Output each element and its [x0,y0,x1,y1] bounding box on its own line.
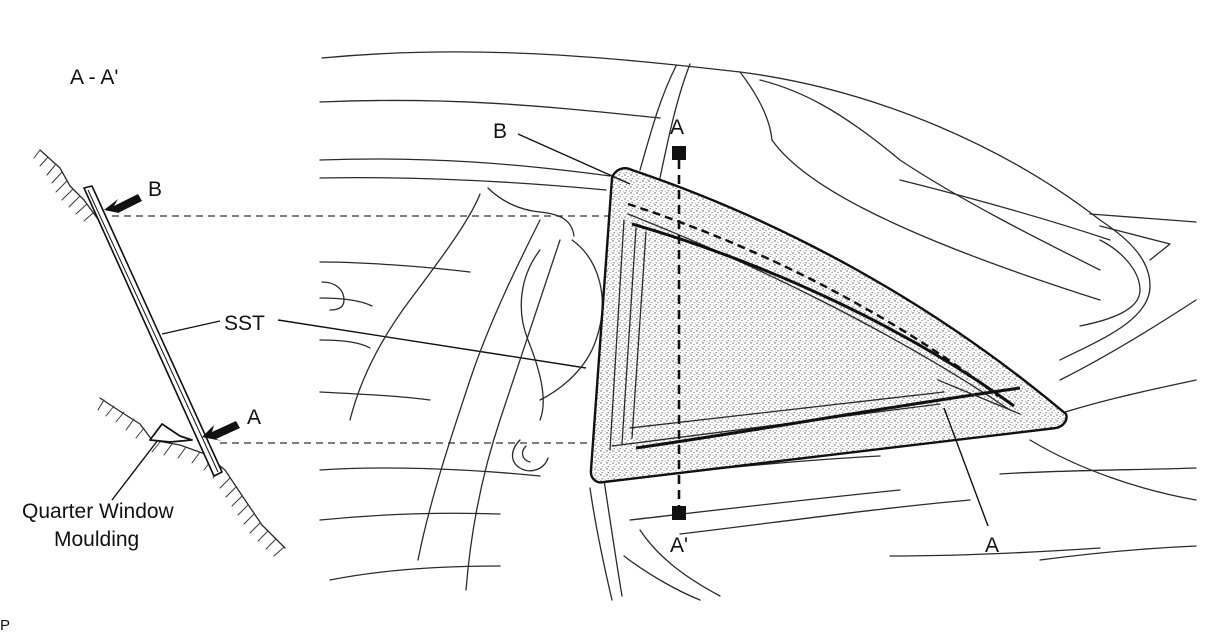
moulding-label-line1: Quarter Window [22,500,175,523]
moulding-label-line2: Moulding [54,528,139,551]
upper-body-panel [33,149,101,223]
section-cut-line: A A' [670,116,688,557]
arrow-icon-b [104,194,142,214]
moulding-leader [111,439,159,501]
corner-mark: P [0,617,10,634]
section-marker-bottom-icon [672,506,686,520]
dashed-edge-upper [627,202,999,397]
vehicle-body-outline [319,51,1197,601]
section-marker-top-icon [672,146,686,160]
window-leader-a [943,407,989,527]
arrow-icon-a [202,421,240,441]
glass-outer-outline [589,167,1068,484]
section-glass-panel [83,185,223,477]
window-label-a: A [985,534,999,557]
cut-label-bottom: A' [670,534,688,557]
moulding-lower-edge [635,386,1021,450]
section-label-b: B [148,178,162,201]
section-label-a: A [247,406,261,429]
window-leader-b [517,133,631,185]
sst-leader-right [277,319,587,369]
section-title: A - A' [70,66,118,89]
window-label-b: B [493,120,507,143]
sst-leader-left [161,320,221,335]
quarter-window-moulding-clip [149,423,193,443]
quarter-window-glass [589,167,1068,484]
cut-label-top: A [670,116,684,139]
sst-label: SST [224,312,265,335]
